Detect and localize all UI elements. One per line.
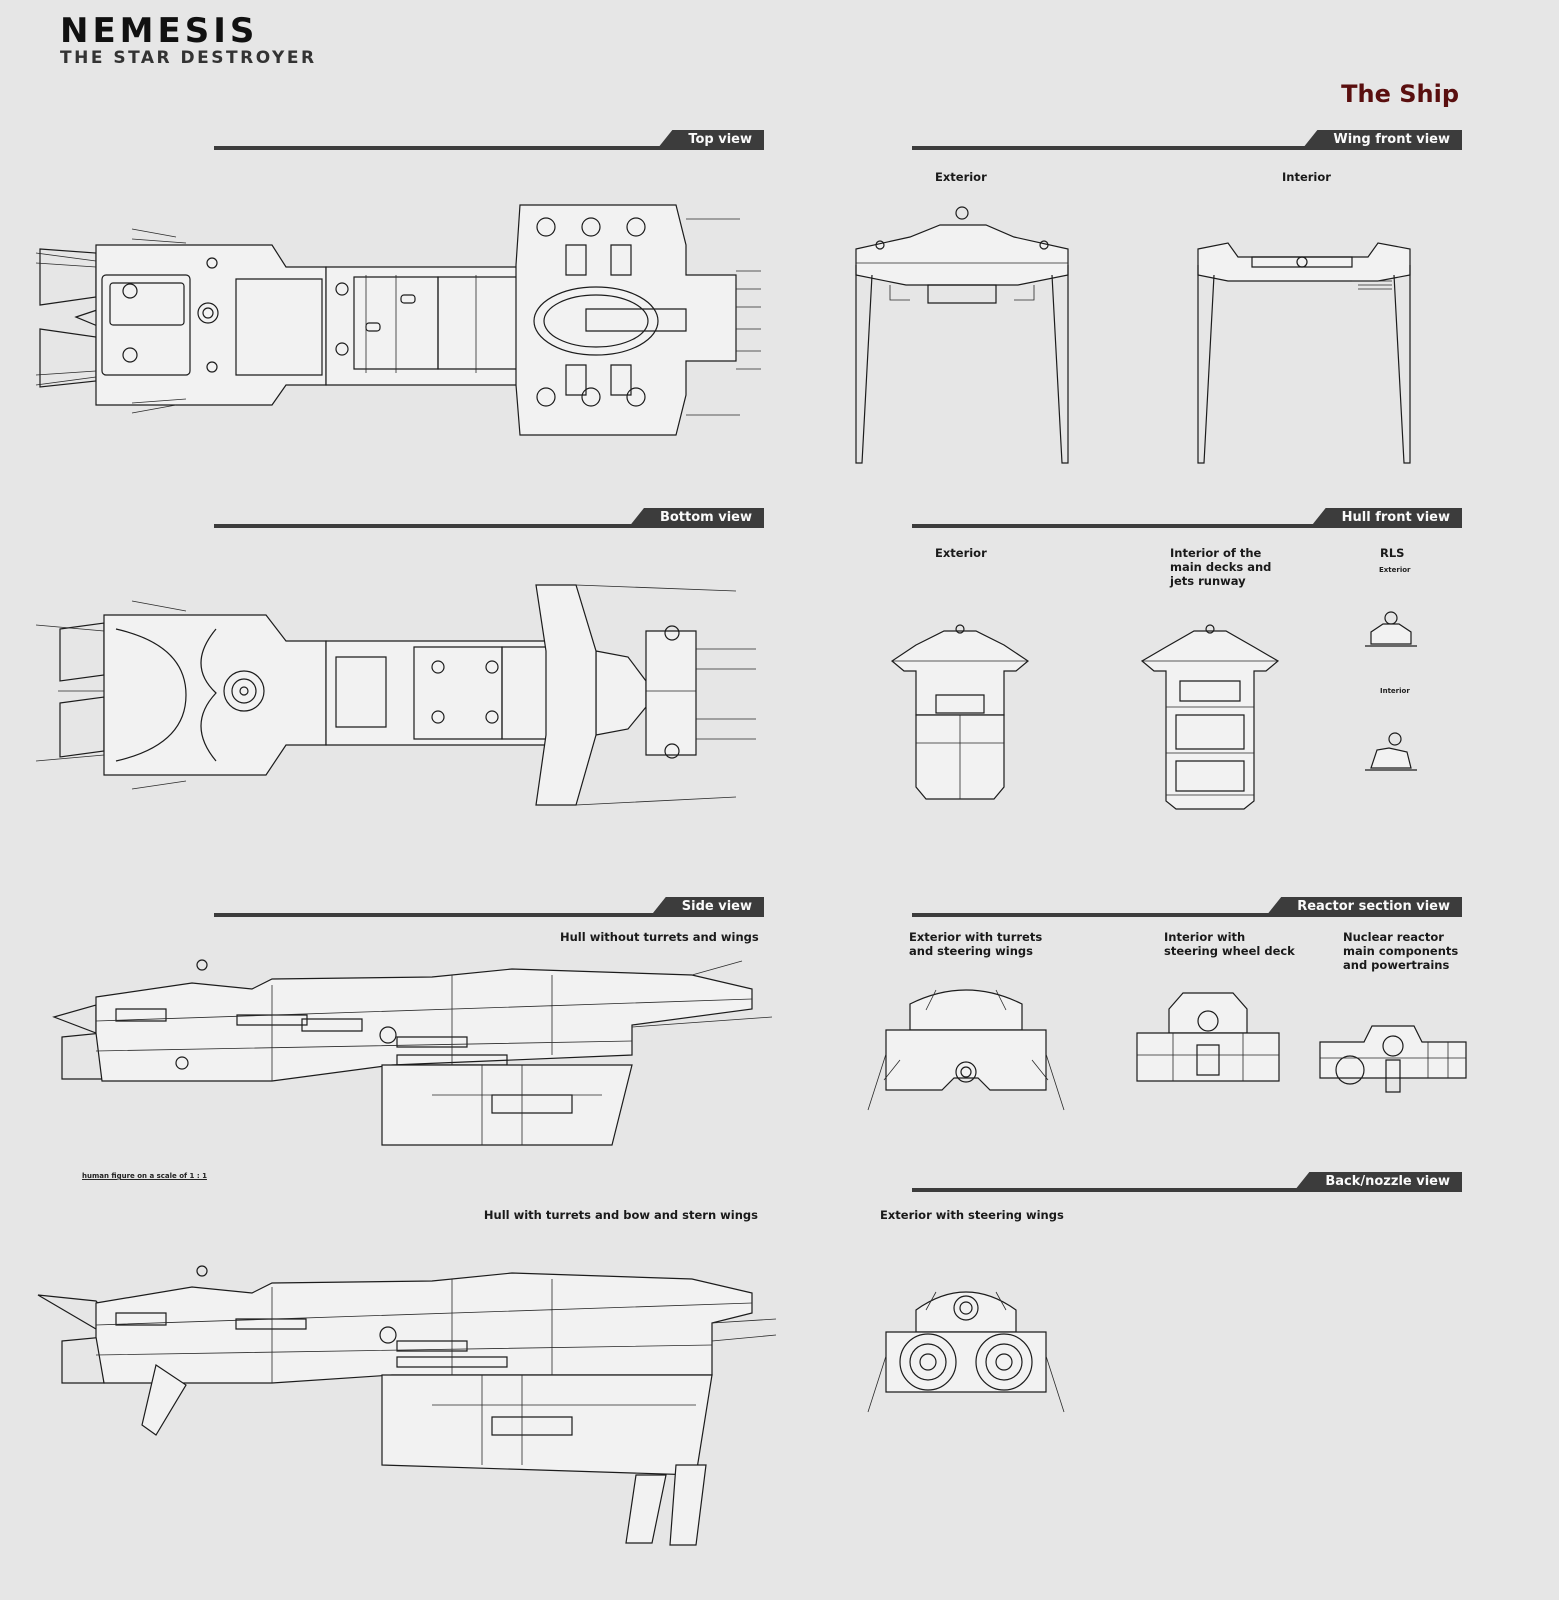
caption-reactor-exterior: Exterior with turrets and steering wings	[909, 930, 1042, 958]
caption-reactor-exterior-line2: and steering wings	[909, 944, 1033, 958]
section-header-hull-front-view: Hull front view	[912, 508, 1462, 528]
section-tab-bottom-view: Bottom view	[627, 508, 764, 528]
caption-reactor-exterior-line1: Exterior with turrets	[909, 930, 1043, 944]
section-tab-top-view: Top view	[656, 130, 764, 150]
caption-hull-interior-line1: Interior of the	[1170, 546, 1262, 560]
caption-reactor-nuclear-line1: Nuclear reactor	[1343, 930, 1444, 944]
rls-exterior-drawing	[1365, 610, 1417, 650]
caption-rls-exterior: Exterior	[1379, 566, 1411, 574]
caption-reactor-nuclear-line3: and powertrains	[1343, 958, 1450, 972]
section-header-bottom-view: Bottom view	[214, 508, 764, 528]
section-tab-reactor-section-view: Reactor section view	[1265, 897, 1462, 917]
brand-title: NEMESIS	[60, 11, 259, 51]
section-header-wing-front-view: Wing front view	[912, 130, 1462, 150]
section-header-reactor-section-view: Reactor section view	[912, 897, 1462, 917]
section-tab-back-nozzle-view: Back/nozzle view	[1293, 1172, 1462, 1192]
caption-reactor-interior-line1: Interior with	[1164, 930, 1246, 944]
wing-front-interior-drawing	[1192, 205, 1417, 470]
caption-hull-exterior: Exterior	[935, 546, 987, 560]
section-tab-side-view: Side view	[649, 897, 764, 917]
caption-side-hull-full: Hull with turrets and bow and stern wing…	[483, 1208, 758, 1222]
rls-interior-drawing	[1365, 730, 1417, 775]
caption-reactor-interior: Interior with steering wheel deck	[1164, 930, 1295, 958]
back-nozzle-drawing	[866, 1280, 1066, 1420]
bottom-view-drawing	[36, 585, 776, 815]
caption-hull-interior: Interior of the main decks and jets runw…	[1170, 546, 1271, 588]
side-view-full-drawing	[36, 1265, 776, 1545]
caption-rls: RLS	[1380, 546, 1405, 560]
caption-back-exterior: Exterior with steering wings	[880, 1208, 1064, 1222]
caption-reactor-nuclear-line2: main components	[1343, 944, 1459, 958]
caption-hull-interior-line2: main decks and	[1170, 560, 1272, 574]
reactor-nuclear-drawing	[1318, 1020, 1468, 1100]
caption-reactor-interior-line2: steering wheel deck	[1164, 944, 1295, 958]
hull-front-exterior-drawing	[890, 625, 1030, 805]
reactor-exterior-drawing	[866, 980, 1066, 1120]
caption-side-hull-plain: Hull without turrets and wings	[560, 930, 759, 944]
section-header-side-view: Side view	[214, 897, 764, 917]
brand-subtitle: THE STAR DESTROYER	[60, 48, 317, 68]
section-header-back-nozzle-view: Back/nozzle view	[912, 1172, 1462, 1192]
side-view-plain-drawing	[52, 955, 772, 1155]
section-header-top-view: Top view	[214, 130, 764, 150]
hull-front-interior-drawing	[1140, 625, 1280, 815]
wing-front-exterior-drawing	[850, 205, 1075, 470]
caption-wing-exterior: Exterior	[935, 170, 987, 184]
caption-reactor-nuclear: Nuclear reactor main components and powe…	[1343, 930, 1458, 972]
scale-note: human figure on a scale of 1 : 1	[82, 1172, 207, 1180]
section-tab-hull-front-view: Hull front view	[1309, 508, 1462, 528]
reactor-interior-drawing	[1133, 985, 1283, 1095]
caption-hull-interior-line3: jets runway	[1170, 574, 1246, 588]
page-title: The Ship	[1341, 80, 1459, 108]
section-tab-wing-front-view: Wing front view	[1301, 130, 1462, 150]
top-view-drawing	[36, 205, 776, 445]
caption-rls-interior: Interior	[1380, 687, 1410, 695]
caption-wing-interior: Interior	[1282, 170, 1331, 184]
